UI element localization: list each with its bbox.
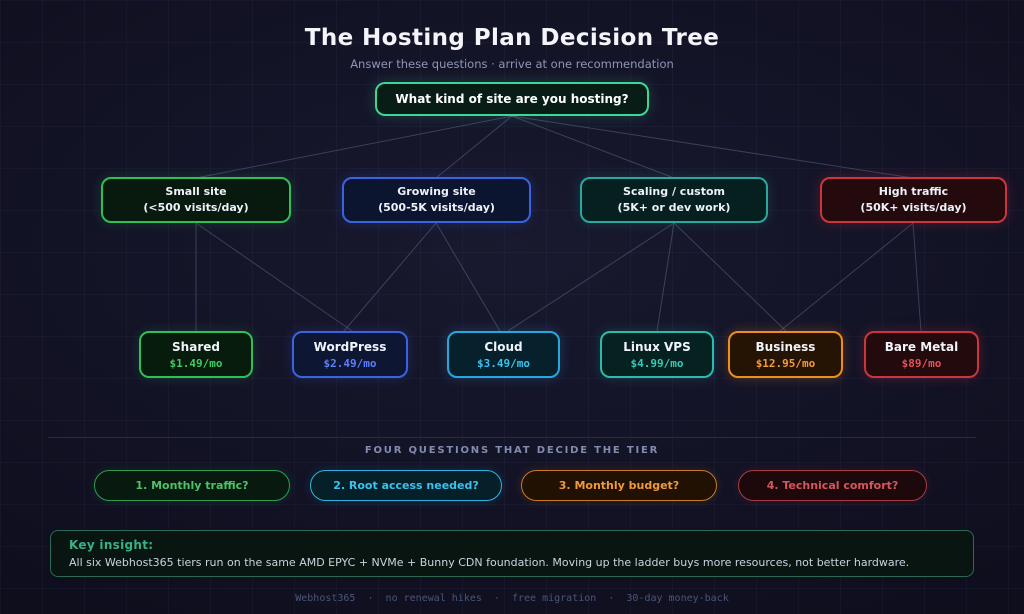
edge-scaling-business [673,222,787,332]
plan-node-cloud: Cloud $3.49/mo [447,331,560,378]
plan-node-shared: Shared $1.49/mo [139,331,253,378]
edge-root-high [511,115,914,179]
edge-scaling-cloud [507,222,675,332]
plan-price: $4.99/mo [630,356,684,370]
page-title: The Hosting Plan Decision Tree [304,25,720,51]
branch-detail: (5K+ or dev work) [617,201,731,214]
plan-node-bare-metal: Bare Metal $89/mo [864,331,979,378]
branch-detail: (50K+ visits/day) [860,201,967,214]
root-question-node: What kind of site are you hosting? [375,82,649,116]
plan-name: Shared [172,339,220,354]
plan-name: WordPress [313,339,387,354]
plan-name: Business [755,339,816,354]
question-pill-label: 4. Technical comfort? [766,479,899,492]
plan-price: $2.49/mo [323,356,377,370]
edge-scaling-linuxvps [656,222,675,332]
key-insight-text: All six Webhost365 tiers run on the same… [69,556,910,569]
questions-section-heading: FOUR QUESTIONS THAT DECIDE THE TIER [364,445,660,456]
subtitle: Answer these questions · arrive at one r… [350,57,674,71]
plan-price: $3.49/mo [477,356,530,370]
question-pill-label: 1. Monthly traffic? [135,479,249,492]
branch-detail: (500-5K visits/day) [378,201,495,214]
branch-title: High traffic [878,185,949,199]
plan-price: $12.95/mo [755,356,816,370]
edge-growing-cloud [435,222,501,332]
question-pill-monthly-traffic: 1. Monthly traffic? [94,470,290,501]
edge-growing-wordpress [343,222,437,332]
question-pill-label: 3. Monthly budget? [558,479,680,492]
plan-name: Bare Metal [884,339,959,354]
edge-root-small [195,115,513,179]
plan-name: Linux VPS [623,339,691,354]
plan-node-business: Business $12.95/mo [728,331,843,378]
footer-tagline: Webhost365 · no renewal hikes · free mig… [295,593,729,604]
branch-node-scaling-custom: Scaling / custom (5K+ or dev work) [580,177,768,223]
branch-node-growing-site: Growing site (500-5K visits/day) [342,177,531,223]
plan-node-wordpress: WordPress $2.49/mo [292,331,408,378]
branch-detail: (<500 visits/day) [143,201,249,214]
root-question-label: What kind of site are you hosting? [395,92,629,106]
plan-price: $1.49/mo [169,356,223,370]
branch-node-high-traffic: High traffic (50K+ visits/day) [820,177,1007,223]
question-pill-root-access: 2. Root access needed? [310,470,502,501]
question-pill-label: 2. Root access needed? [333,479,479,492]
key-insight-label: Key insight: [69,538,154,552]
section-divider [48,437,976,438]
plan-price: $89/mo [901,356,942,370]
key-insight-box: Key insight: All six Webhost365 tiers ru… [50,530,974,577]
question-pill-technical-comfort: 4. Technical comfort? [738,470,927,501]
plan-name: Cloud [484,339,523,354]
edge-root-growing [435,115,513,179]
branch-title: Growing site [397,185,476,199]
edge-small-wordpress [195,222,353,332]
question-pill-monthly-budget: 3. Monthly budget? [521,470,717,501]
branch-title: Scaling / custom [623,185,725,199]
branch-title: Small site [165,185,227,199]
plan-node-linux-vps: Linux VPS $4.99/mo [600,331,714,378]
branch-node-small-site: Small site (<500 visits/day) [101,177,291,223]
edge-high-business [779,222,914,332]
edge-high-baremetal [912,222,922,332]
edge-root-scaling [511,115,675,179]
